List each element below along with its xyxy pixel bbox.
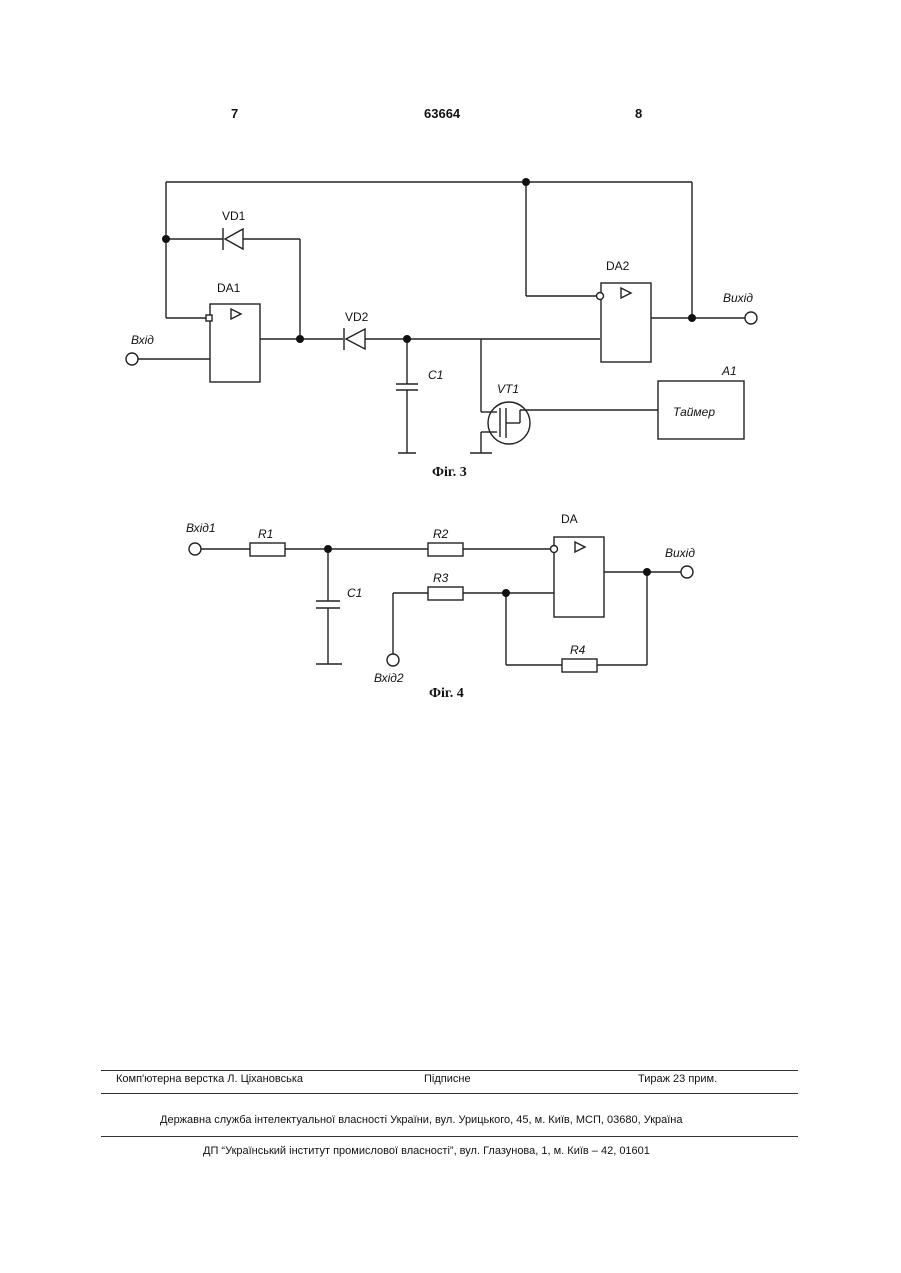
agency-address: Державна служба інтелектуальної власност… (160, 1114, 683, 1126)
label-timer: Таймер (673, 405, 715, 419)
figure-4-schematic (201, 537, 681, 672)
footer-rule-bottom (101, 1136, 798, 1137)
label-a1: A1 (721, 364, 737, 378)
label-da1: DA1 (217, 281, 241, 295)
label-input: Вхід (131, 333, 154, 347)
label-vd2: VD2 (345, 310, 369, 324)
figure-4-caption: Фіг. 4 (429, 686, 464, 701)
label-vd1: VD1 (222, 209, 246, 223)
footer-rule-top (101, 1070, 798, 1071)
footer-rule-middle (101, 1093, 798, 1094)
label-r2: R2 (433, 527, 449, 541)
label-input2: Вхід2 (374, 671, 404, 685)
signed-note: Підписне (424, 1073, 471, 1085)
label-da2: DA2 (606, 259, 630, 273)
layout-credit: Комп'ютерна верстка Л. Ціхановська (116, 1073, 303, 1085)
label-input1: Вхід1 (186, 521, 216, 535)
label-r1: R1 (258, 527, 273, 541)
fig3-symbols (126, 228, 757, 423)
label-fig4-c1: C1 (347, 586, 362, 600)
label-output: Вихід (723, 291, 753, 305)
label-c1: C1 (428, 368, 443, 382)
label-r4: R4 (570, 643, 586, 657)
fig4-junctions (324, 545, 651, 597)
figure-3-caption: Фіг. 3 (432, 465, 467, 480)
label-r3: R3 (433, 571, 449, 585)
circulation-note: Тираж 23 прим. (638, 1073, 717, 1085)
label-da: DA (561, 512, 578, 526)
label-fig4-output: Вихід (665, 546, 695, 560)
label-vt1: VT1 (497, 382, 519, 396)
institute-address: ДП “Український інститут промислової вла… (203, 1145, 650, 1157)
fig4-symbols (189, 542, 693, 666)
